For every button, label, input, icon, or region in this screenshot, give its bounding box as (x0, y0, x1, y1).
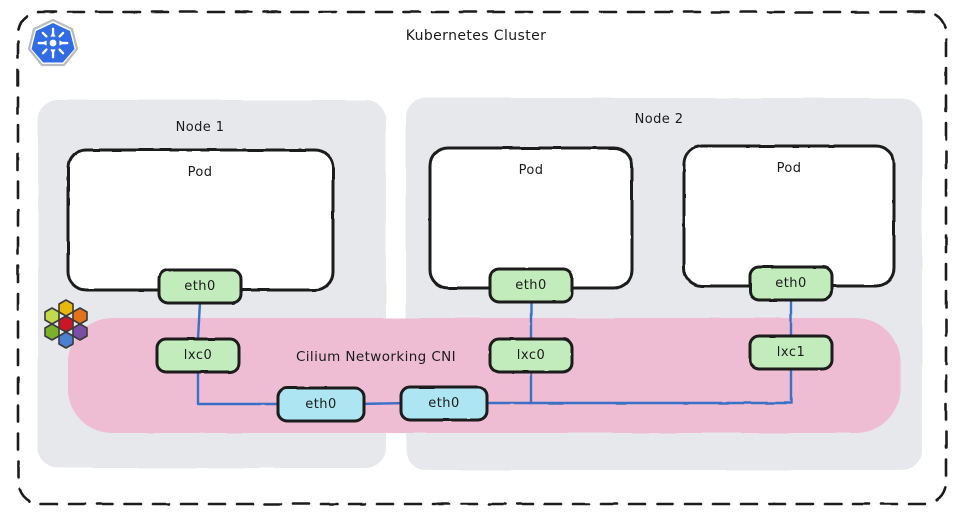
cluster-title: Kubernetes Cluster (405, 28, 547, 44)
interface-node1-bridge-eth0[interactable]: eth0 (305, 397, 337, 412)
node-1-label: Node 1 (175, 120, 225, 135)
kubernetes-logo (27, 18, 79, 67)
interface-node2-lxc0[interactable]: lxc0 (516, 348, 546, 363)
interface-node2-lxc1[interactable]: lxc1 (776, 345, 806, 360)
interface-node2-pod2-eth0[interactable]: eth0 (775, 276, 807, 291)
node-2-label: Node 2 (634, 112, 684, 127)
cilium-logo (44, 299, 88, 349)
blue-interface-boxes (276, 385, 489, 423)
interface-node2-bridge-eth0[interactable]: eth0 (428, 396, 460, 411)
pod-label-node2-pod2: Pod (776, 161, 802, 176)
network-links (196, 297, 793, 406)
pod-label-node1-pod1: Pod (187, 165, 213, 180)
cni-band-label: Cilium Networking CNI (295, 349, 457, 365)
interface-node1-pod-eth0[interactable]: eth0 (184, 279, 216, 294)
interface-node1-lxc0[interactable]: lxc0 (183, 348, 213, 363)
interface-node2-pod1-eth0[interactable]: eth0 (515, 278, 547, 293)
pod-label-node2-pod1: Pod (518, 163, 544, 178)
green-interface-boxes (155, 265, 834, 374)
